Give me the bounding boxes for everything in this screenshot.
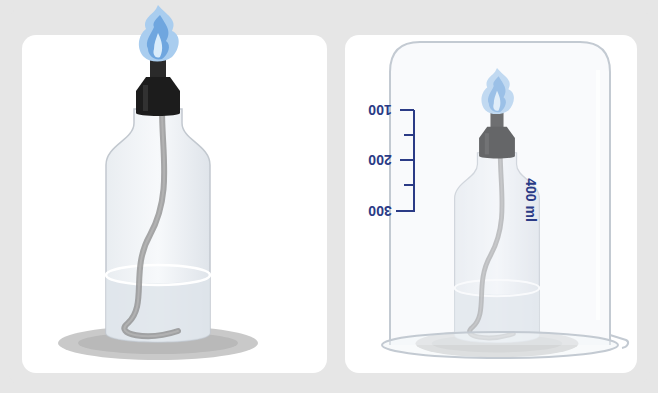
scale-number: 100	[368, 103, 391, 117]
volume-label: 400 ml	[524, 178, 538, 222]
scale-number: 200	[368, 153, 391, 167]
scale-number: 300	[368, 204, 391, 218]
